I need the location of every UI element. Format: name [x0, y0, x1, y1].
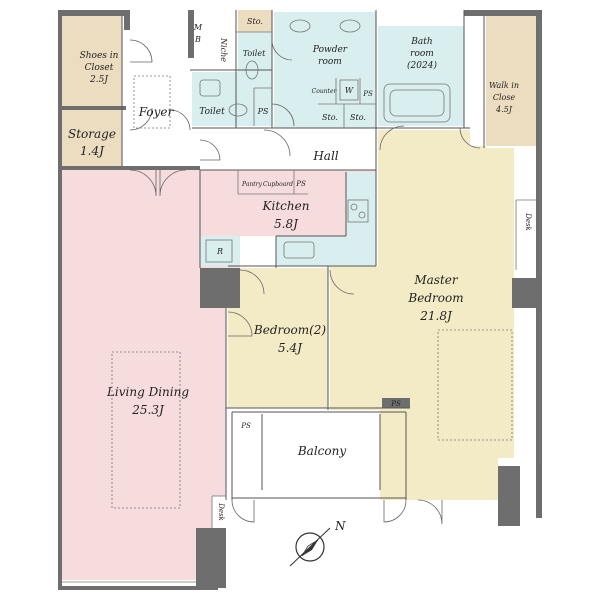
sink-icon — [289, 19, 311, 33]
walk-in-size: 4.5J — [495, 105, 513, 114]
sink-icon — [199, 79, 221, 97]
bedroom2-area — [228, 268, 328, 408]
stove-icon — [347, 199, 369, 223]
shoes-closet-size: 2.5J — [89, 75, 109, 85]
bathtub-icon — [389, 89, 445, 117]
kitchen-counter-area — [276, 172, 376, 266]
w-label: W — [345, 86, 354, 95]
bath-room-line2: room — [410, 49, 434, 59]
kitchen-r-area — [200, 236, 240, 266]
bathtub-icon — [383, 83, 451, 123]
ps-balcony-left-label: PS — [240, 422, 251, 430]
master-rug — [437, 329, 513, 441]
living-rug — [111, 351, 181, 509]
fridge-icon — [205, 239, 233, 263]
r-label: R — [216, 247, 223, 256]
sto-2-label: Sto. — [350, 113, 366, 122]
pantry-label: Pantry — [241, 181, 262, 188]
bath-room-size: (2024) — [407, 60, 437, 71]
kitchen-size: 5.8J — [274, 217, 299, 231]
interior-lines — [62, 10, 541, 583]
desk-left-label: Desk — [217, 502, 225, 521]
kitchen-label: Kitchen — [262, 199, 310, 213]
toilet-icon — [245, 60, 259, 80]
foyer-mat — [133, 75, 171, 129]
rugs — [111, 75, 513, 509]
fixtures — [199, 19, 451, 263]
living-dining-area — [62, 170, 240, 580]
walk-in-line2: Close — [493, 93, 516, 102]
washer-icon — [339, 79, 359, 101]
toilet-area — [192, 72, 272, 126]
ps-bath-label: PS — [362, 90, 373, 98]
stove-icon — [358, 211, 366, 219]
bath-room-line1: Bath — [410, 37, 432, 47]
labels: Shoes in Closet 2.5J M B Sto. Niche Toil… — [68, 17, 532, 521]
shoes-closet-area — [62, 16, 122, 106]
mb-label-m: M — [193, 23, 203, 32]
mb-label-b: B — [194, 35, 201, 44]
sto-top-area — [238, 10, 272, 32]
storage-size: 1.4J — [80, 144, 105, 158]
sink-icon — [339, 19, 361, 33]
balcony-label: Balcony — [297, 444, 346, 458]
ps-toilet-label: PS — [257, 107, 269, 116]
north-label: N — [334, 519, 346, 533]
storage-label: Storage — [68, 127, 116, 141]
walk-in-line1: Walk in — [489, 81, 519, 90]
niche-label: Niche — [219, 37, 228, 62]
bedroom2-label: Bedroom(2) — [253, 323, 326, 337]
bedroom2-size: 5.4J — [278, 341, 303, 355]
powder-room-line2: room — [318, 57, 342, 67]
storage-area — [62, 110, 122, 166]
cupboard-label: Cupboard — [263, 181, 293, 188]
powder-room-line1: Powder — [312, 45, 348, 55]
desk-right-label: Desk — [524, 212, 532, 231]
counter-label: Counter — [312, 88, 338, 95]
walls — [58, 10, 542, 590]
hall-label: Hall — [312, 149, 338, 163]
toilet-label: Toilet — [199, 107, 225, 117]
powder-room-area — [274, 12, 376, 128]
doors — [129, 39, 481, 525]
sto-top-label: Sto. — [247, 17, 263, 26]
foyer-label: Foyer — [138, 105, 175, 119]
stove-icon — [350, 203, 358, 211]
master-bedroom-line1: Master — [413, 273, 459, 287]
ps-balcony-right-label: PS — [390, 400, 401, 408]
master-bedroom-size: 21.8J — [419, 309, 453, 323]
ps-kitchen-label: PS — [295, 180, 306, 188]
shoes-closet-line2: Closet — [85, 63, 114, 73]
toilet-small-label: Toilet — [243, 49, 266, 58]
sink-icon — [283, 241, 315, 259]
compass-icon: N — [289, 519, 346, 567]
toilet-icon — [228, 103, 248, 117]
living-dining-size: 25.3J — [131, 403, 165, 417]
living-dining-label: Living Dining — [106, 385, 189, 399]
walk-in-closet-area — [486, 16, 536, 146]
shoes-closet-line1: Shoes in — [80, 51, 119, 61]
master-bedroom-line2: Bedroom — [407, 291, 463, 305]
sto-1-label: Sto. — [322, 113, 338, 122]
room-fills — [62, 10, 536, 580]
